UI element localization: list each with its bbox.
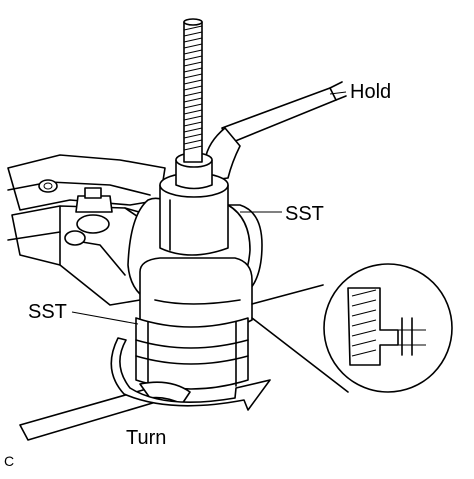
- upper-sst-tool: [159, 152, 229, 256]
- figure-code: C: [4, 453, 14, 469]
- curved-arrow-icon: [110, 337, 271, 411]
- mounting-bolt: [38, 179, 58, 193]
- bracket-nut: [64, 187, 113, 246]
- lower-sst-tool: [135, 317, 249, 390]
- sst-lower-label: SST: [28, 301, 67, 323]
- upper-wrench: [204, 81, 347, 181]
- sst-upper-label: SST: [285, 203, 324, 225]
- leader-lines: [71, 91, 347, 325]
- threaded-stud: [183, 18, 203, 163]
- turn-label: Turn: [126, 427, 166, 449]
- hold-label: Hold: [350, 81, 391, 103]
- magnified-detail-circle: [251, 263, 453, 393]
